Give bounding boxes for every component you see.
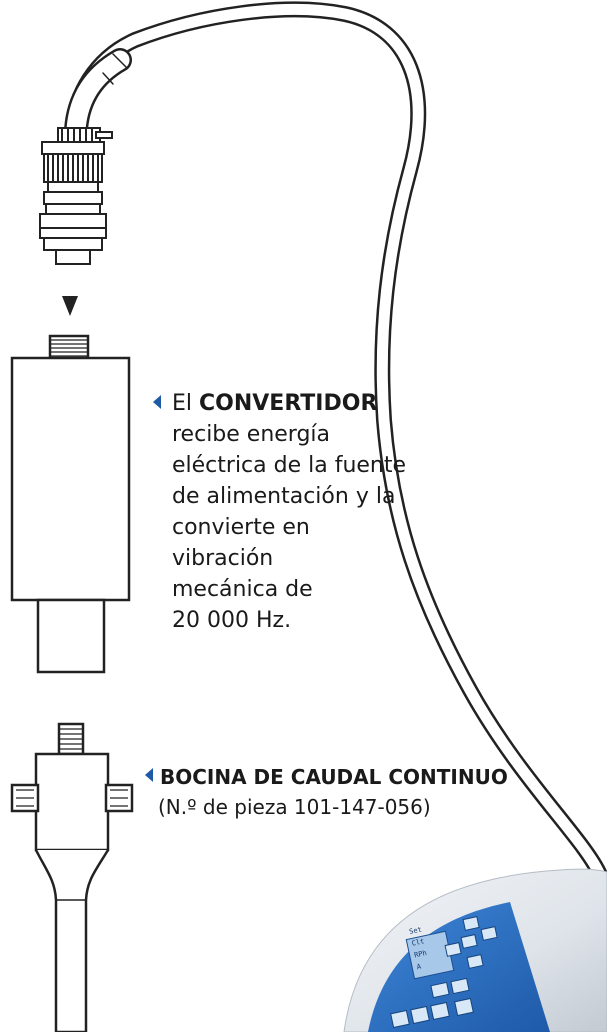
converter-callout: El CONVERTIDOR recibe energía eléctrica … [153,388,412,636]
converter-callout-line: de alimentación y la [172,484,396,509]
cable [64,1,607,883]
horn-callout-name: BOCINA DE CAUDAL CONTINUO [160,765,508,789]
converter-callout-line: recibe energía [172,422,331,447]
converter-callout-line: convierte en vibración [172,515,310,571]
converter-callout-line: eléctrica de la fuente [172,453,407,478]
callout-pointer-icon [145,768,153,782]
converter-callout-name: CONVERTIDOR [199,391,378,416]
converter-callout-line: 20 000 Hz. [172,608,292,633]
horn-illustration [10,722,134,1032]
callout-pointer-icon [153,395,161,409]
horn-callout-part-number: (N.º de pieza 101-147-056) [158,795,431,819]
converter-callout-prefix: El [172,391,193,416]
power-supply-unit [343,868,607,1032]
down-arrow-icon [62,296,78,316]
horn-callout: BOCINA DE CAUDAL CONTINUO (N.º de pieza … [145,762,580,822]
converter-callout-line: mecánica de [172,577,313,602]
converter-illustration [10,334,131,674]
cable-connector [39,127,113,265]
